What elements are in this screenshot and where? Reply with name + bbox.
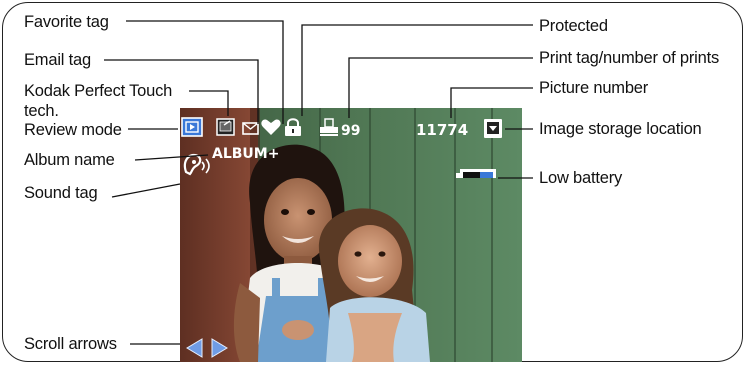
scroll-right-icon <box>211 338 228 358</box>
perfect-touch-leader <box>189 90 229 116</box>
battery-low-icon <box>456 169 496 178</box>
protected-label: Protected <box>539 17 608 35</box>
email-icon <box>242 122 259 135</box>
printer-icon <box>320 118 338 136</box>
album-name-value: ALBUM+ <box>212 146 280 162</box>
album-name-label: Album name <box>24 151 115 169</box>
lock-icon <box>285 118 301 136</box>
sound-tag-label: Sound tag <box>24 184 98 202</box>
camera-lcd-screen: 99 11774 ALBUM+ <box>180 108 522 362</box>
sound-tag-leader <box>111 183 181 198</box>
print-count: 99 <box>341 123 361 139</box>
picture-number-leader <box>450 87 533 118</box>
album-name-leader <box>134 154 209 161</box>
favorite-tag-label: Favorite tag <box>24 13 109 31</box>
image-storage-label: Image storage location <box>539 120 702 138</box>
picture-number-label: Picture number <box>539 79 649 97</box>
photo-image <box>180 108 522 362</box>
perfect-touch-icon <box>216 118 235 136</box>
picture-number-value: 11774 <box>416 121 469 139</box>
scroll-arrows-label: Scroll arrows <box>24 335 117 353</box>
kodak-perfect-touch-label: Kodak Perfect Touch <box>24 82 173 100</box>
print-tag-label: Print tag/number of prints <box>539 49 720 67</box>
storage-card-icon <box>484 119 502 138</box>
scroll-arrows[interactable] <box>180 336 240 362</box>
sound-icon <box>183 153 210 176</box>
review-mode-label: Review mode <box>24 121 122 139</box>
heart-icon <box>261 119 281 135</box>
print-tag-leader <box>348 57 533 118</box>
favorite-tag-leader <box>126 20 284 124</box>
email-tag-leader <box>104 59 259 124</box>
kodak-perfect-touch-label-line2: tech. <box>24 102 59 120</box>
review-mode-icon <box>181 117 203 137</box>
protected-leader <box>301 24 533 116</box>
lcd-icon-overlay <box>181 117 502 178</box>
low-battery-label: Low battery <box>539 169 623 187</box>
email-tag-label: Email tag <box>24 51 91 69</box>
scroll-left-icon <box>186 338 203 358</box>
